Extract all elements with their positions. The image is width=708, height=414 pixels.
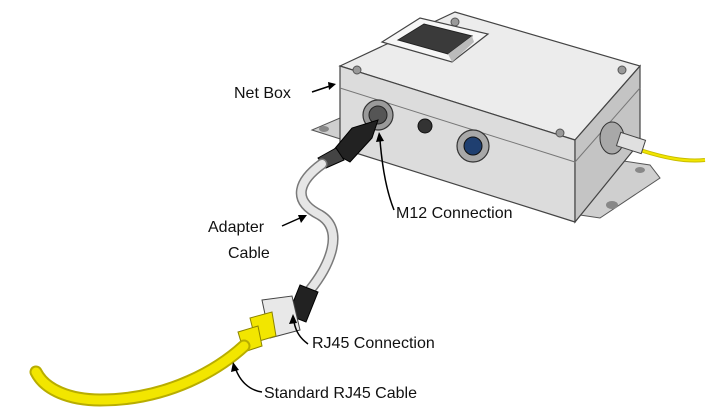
standard-rj45-cable xyxy=(29,339,251,407)
front-ports xyxy=(362,99,625,163)
leader-standard xyxy=(235,369,263,393)
leader-adapter xyxy=(281,217,301,227)
label-adapter-cable-line1: Adapter xyxy=(208,219,265,236)
label-standard-rj45-cable: Standard RJ45 Cable xyxy=(264,385,417,402)
leader-net-box xyxy=(311,85,331,93)
right-connector xyxy=(615,131,647,155)
leader-lines xyxy=(231,82,395,393)
leader-m12 xyxy=(379,139,395,211)
label-net-box: Net Box xyxy=(234,85,291,102)
adapter-cable xyxy=(295,158,339,296)
display-window xyxy=(380,17,490,63)
label-adapter-cable-line2: Cable xyxy=(228,245,270,262)
label-rj45-connection: RJ45 Connection xyxy=(312,335,435,352)
leader-rj45 xyxy=(293,321,309,345)
rj45-connector xyxy=(237,284,319,353)
label-m12-connection: M12 Connection xyxy=(396,205,513,222)
